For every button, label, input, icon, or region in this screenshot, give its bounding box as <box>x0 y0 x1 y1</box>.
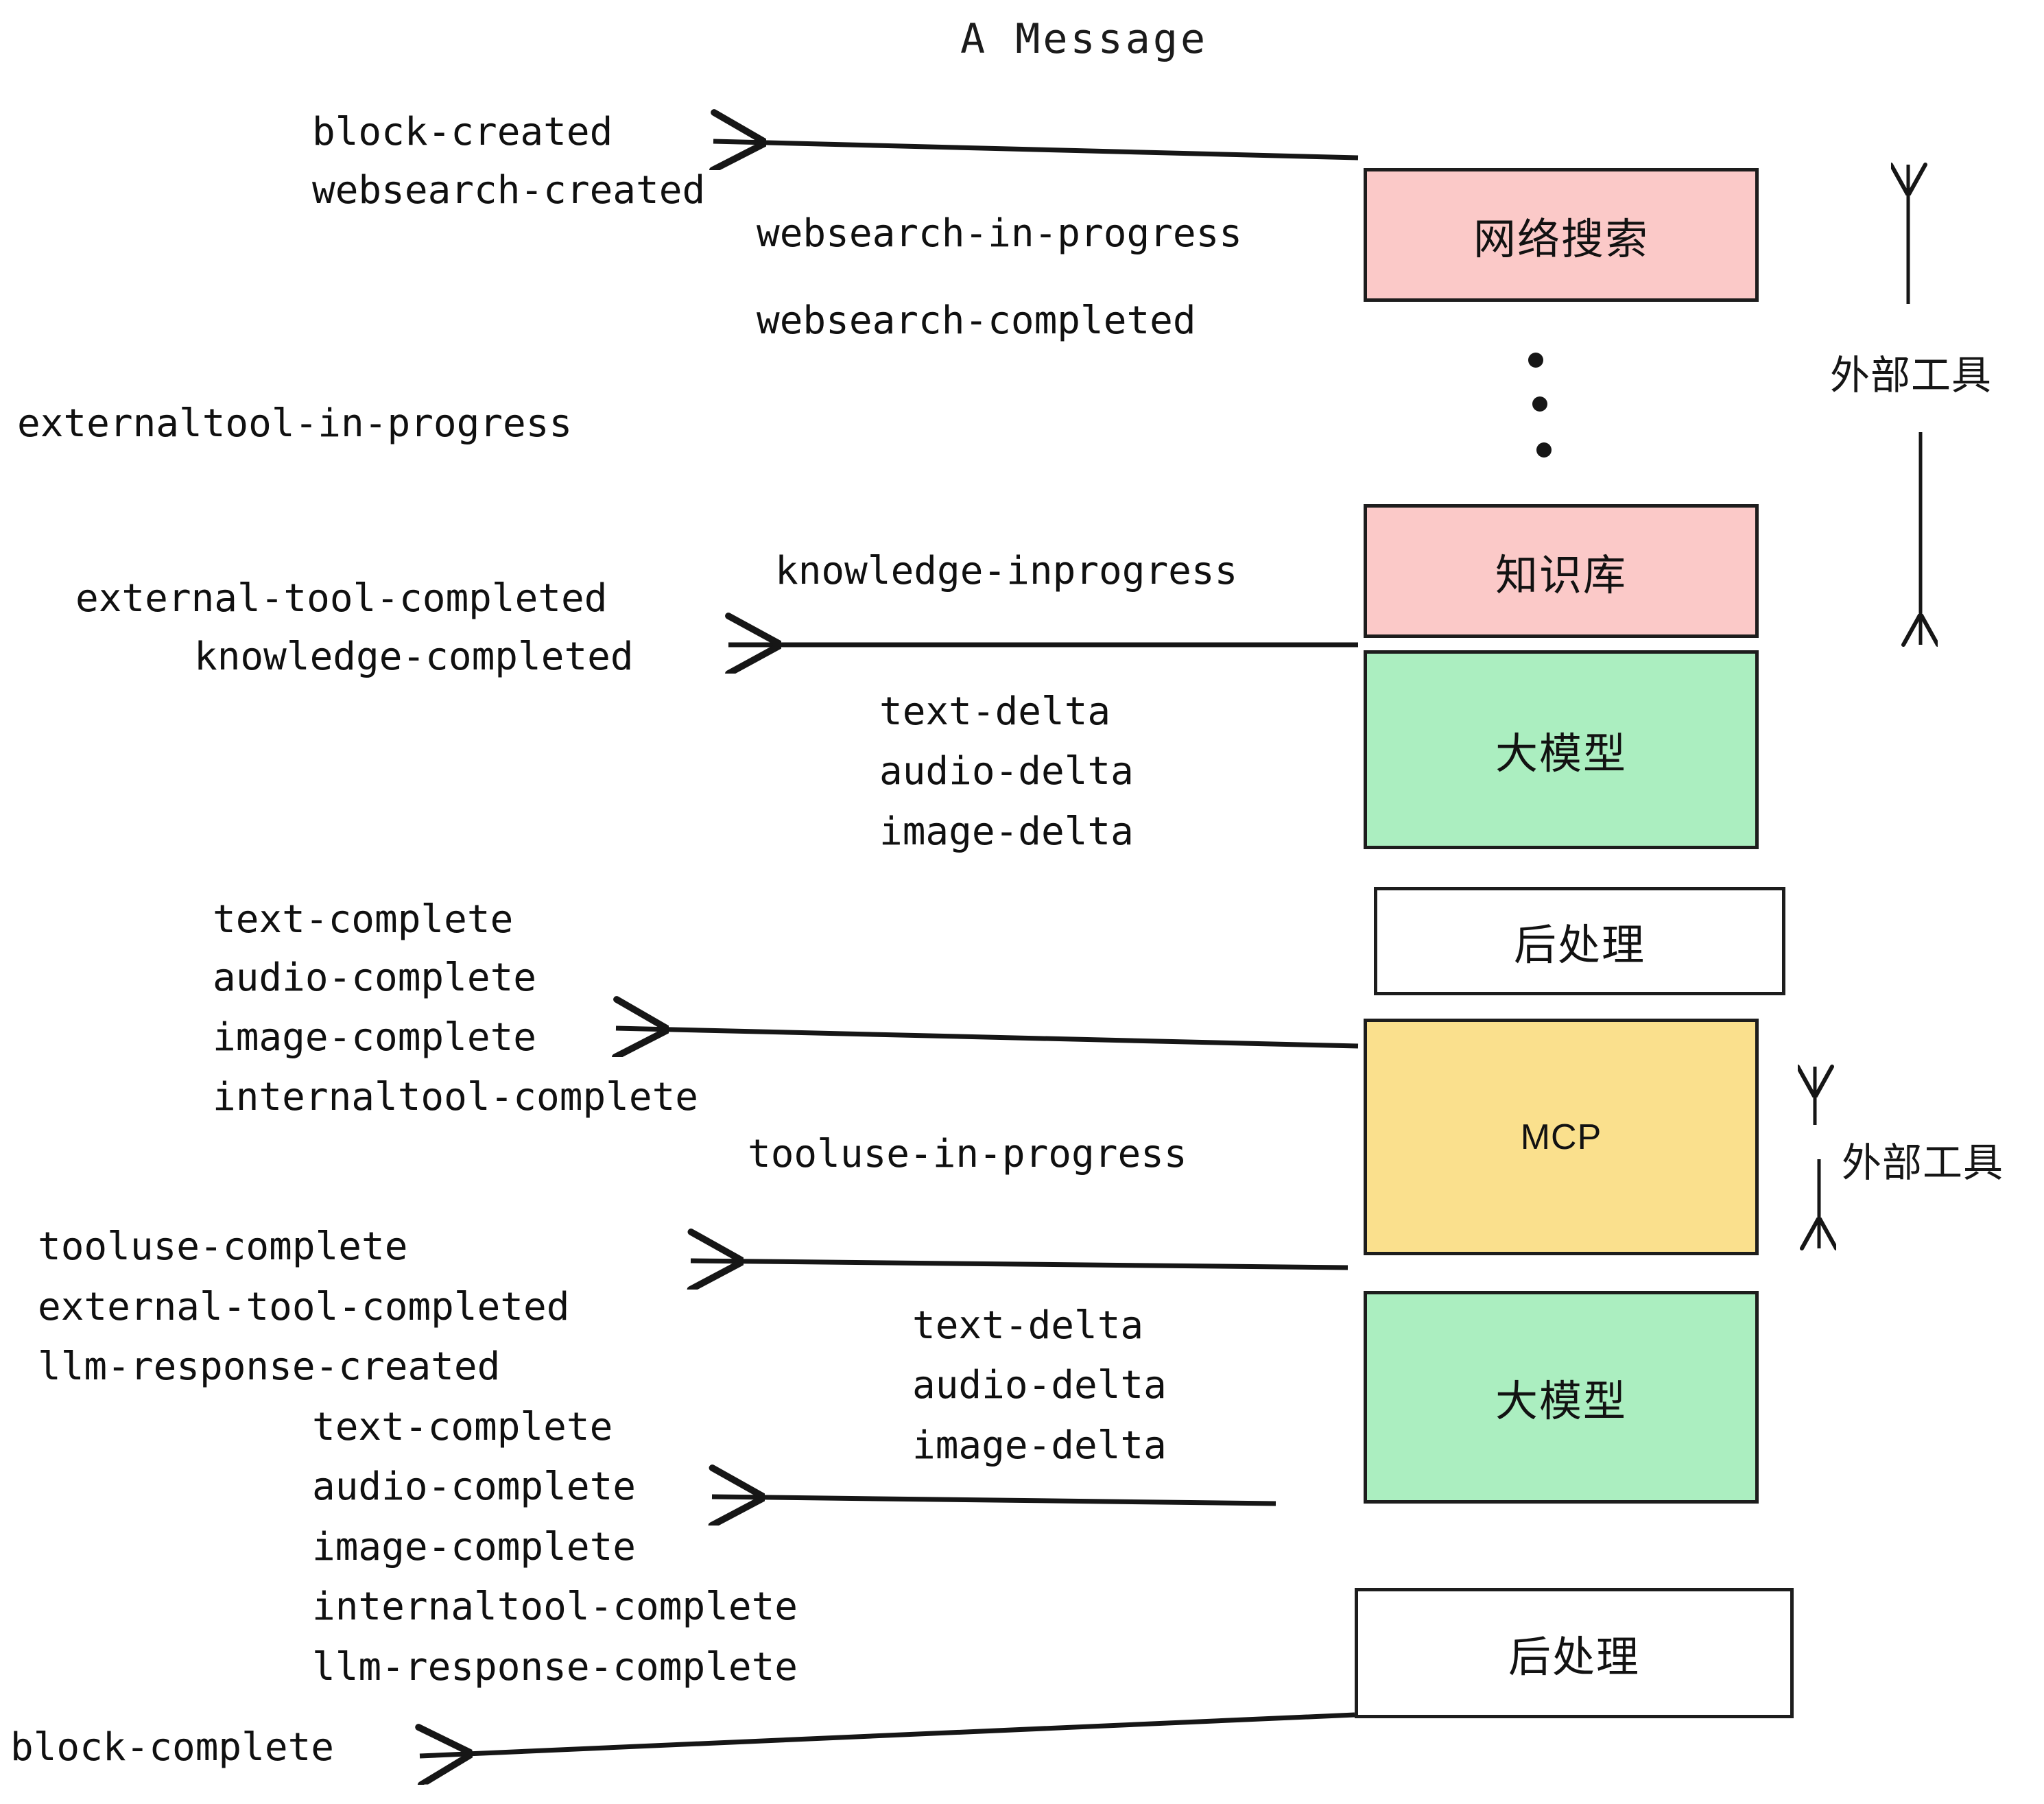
event-label: llm-response-complete <box>312 1645 798 1689</box>
node-box: 大模型 <box>1364 1291 1759 1504</box>
event-label: audio-delta <box>912 1363 1167 1408</box>
event-label: tooluse-in-progress <box>748 1132 1187 1176</box>
node-box: 网络搜索 <box>1364 168 1759 302</box>
event-label: tooluse-complete <box>38 1224 408 1269</box>
event-label: block-complete <box>10 1725 335 1770</box>
event-label: websearch-in-progress <box>757 211 1243 256</box>
event-label: text-complete <box>213 897 514 942</box>
node-box-label: 网络搜索 <box>1473 215 1649 263</box>
ellipsis-dot-icon <box>1528 353 1543 368</box>
node-box: MCP <box>1364 1019 1759 1255</box>
ellipsis-dot-icon <box>1532 396 1547 412</box>
event-label: external-tool-completed <box>38 1285 570 1329</box>
event-label: block-created <box>312 110 613 154</box>
node-box-label: MCP <box>1520 1117 1602 1157</box>
event-label: image-complete <box>213 1015 537 1060</box>
flow-arrow <box>691 1261 1348 1268</box>
event-label: internaltool-complete <box>312 1585 798 1629</box>
external-tool-bracket-label: 外部工具 <box>1842 1141 2004 1185</box>
event-label: text-delta <box>879 689 1111 734</box>
node-box-label: 大模型 <box>1495 1378 1627 1425</box>
node-box-label: 后处理 <box>1513 922 1645 969</box>
event-label: audio-complete <box>312 1464 637 1509</box>
flow-arrow <box>420 1712 1355 1756</box>
page-title: A Message <box>960 15 1209 63</box>
ellipsis-dot-icon <box>1536 442 1552 458</box>
event-label: knowledge-completed <box>194 634 634 679</box>
event-label: audio-complete <box>213 956 537 1000</box>
event-label: image-delta <box>912 1423 1167 1468</box>
event-label: externaltool-in-progress <box>17 401 573 446</box>
event-label: image-delta <box>879 809 1134 854</box>
external-tool-bracket-label: 外部工具 <box>1830 353 1993 398</box>
event-label: text-complete <box>312 1405 613 1449</box>
event-label: image-complete <box>312 1525 637 1569</box>
flow-arrow <box>616 1028 1359 1046</box>
event-label: knowledge-inprogress <box>775 549 1238 593</box>
node-box-label: 知识库 <box>1495 551 1627 600</box>
event-label: audio-delta <box>879 749 1134 794</box>
flow-arrow <box>712 1497 1276 1504</box>
node-box: 后处理 <box>1374 887 1785 995</box>
node-box: 后处理 <box>1355 1588 1794 1718</box>
event-label: internaltool-complete <box>213 1075 699 1119</box>
node-box: 知识库 <box>1364 504 1759 638</box>
event-label: external-tool-completed <box>75 576 608 621</box>
node-box-label: 后处理 <box>1508 1634 1640 1681</box>
event-label: websearch-created <box>312 168 706 213</box>
node-box-label: 大模型 <box>1495 731 1627 778</box>
event-label: text-delta <box>912 1303 1144 1348</box>
flow-arrow <box>713 141 1359 158</box>
event-label: websearch-completed <box>757 298 1196 343</box>
event-label: llm-response-created <box>38 1344 501 1389</box>
node-box: 大模型 <box>1364 650 1759 849</box>
